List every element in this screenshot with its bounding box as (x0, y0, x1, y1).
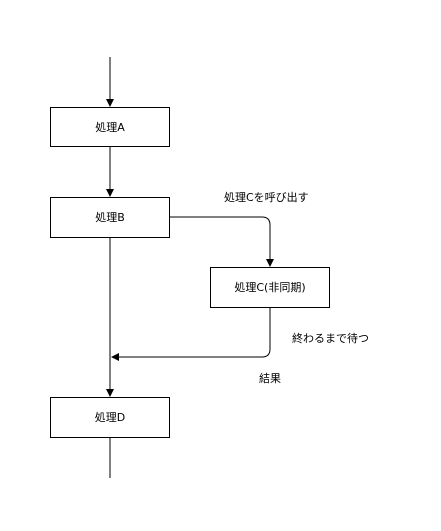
node-process-b-label: 処理B (95, 211, 125, 224)
node-process-a-label: 処理A (95, 120, 125, 134)
node-process-c-label: 処理C(非同期) (234, 281, 306, 294)
node-process-d-label: 処理D (94, 411, 126, 424)
arrow-c-to-main (111, 308, 271, 361)
edge-label-wait-until-done: 終わるまで待つ (292, 332, 369, 345)
arrow-b-to-c (170, 216, 274, 267)
node-process-d: 処理D (50, 397, 170, 438)
edge-label-call-c: 処理Cを呼び出す (224, 191, 309, 204)
edge-label-result: 結果 (259, 372, 281, 385)
node-process-a: 処理A (50, 107, 170, 147)
node-process-c: 処理C(非同期) (210, 267, 330, 308)
node-process-b: 処理B (50, 197, 170, 238)
